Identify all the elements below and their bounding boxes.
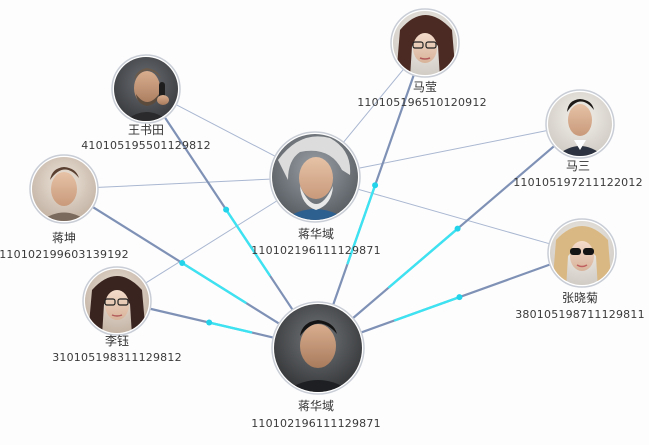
grey-haired-bearded-man-avatar	[272, 134, 358, 220]
label-ma-san-name: 马三	[566, 159, 590, 173]
edge-n5-n4	[97, 178, 271, 188]
label-wang-shutian-name: 王书田	[128, 123, 164, 137]
edge-n1-n4	[175, 104, 276, 157]
label-ma-ying-name: 马莹	[413, 80, 437, 94]
woman-with-glasses-avatar	[393, 11, 457, 75]
label-zhang-xiaoju-name: 张晓菊	[562, 291, 598, 305]
label-ma-ying-number: 110105196510120912	[357, 96, 487, 109]
label-li-yu-name: 李钰	[105, 333, 129, 348]
edge-flow-highlight	[180, 261, 247, 304]
edge-flow-dot	[454, 225, 461, 232]
edge-flow-highlight	[394, 295, 461, 322]
node-li-yu[interactable]	[82, 266, 152, 336]
bearded-man-on-phone-avatar	[114, 57, 178, 121]
blonde-woman-sunglasses-avatar	[550, 221, 614, 285]
edge-flow-dot	[179, 259, 186, 266]
node-ma-ying[interactable]	[390, 8, 460, 78]
edge-n6-n4	[358, 188, 550, 245]
edge-flow-highlight	[224, 208, 271, 277]
man-in-suit-avatar	[548, 92, 612, 156]
edge-n2-n4	[343, 68, 404, 143]
edge-flow-highlight	[207, 321, 253, 334]
label-ma-san-number: 110105197211122012	[513, 176, 643, 189]
label-zhang-xiaoju-number: 380105198711129811	[515, 308, 645, 321]
young-man-avatar	[32, 157, 96, 221]
label-jiang-kun-number: 110102199603139192	[0, 248, 129, 261]
label-jiang-huayu-bottom-number: 110102196111129871	[251, 417, 381, 430]
node-zhang-xiaoju[interactable]	[547, 218, 617, 290]
edge-n7-n4	[145, 200, 278, 284]
label-li-yu-number: 310105198311129812	[52, 351, 182, 364]
node-jiang-huayu-top[interactable]	[269, 131, 361, 223]
edge-flow-dot	[372, 182, 379, 189]
edge-flow-highlight	[346, 184, 377, 265]
edge-flow-dot	[223, 206, 230, 213]
edges-layer	[92, 68, 555, 339]
label-jiang-huayu-top-name: 蒋华域	[298, 227, 334, 241]
edge-flow-dot	[456, 294, 463, 301]
asian-man-avatar	[274, 304, 362, 392]
label-jiang-kun-name: 蒋坤	[52, 230, 76, 245]
label-jiang-huayu-bottom-name: 蒋华域	[298, 399, 334, 413]
node-jiang-kun[interactable]	[29, 154, 99, 225]
woman-with-glasses-portrait-avatar	[85, 269, 149, 333]
node-jiang-huayu-bottom[interactable]	[271, 301, 365, 395]
node-wang-shutian[interactable]	[111, 54, 181, 124]
edge-flow-dot	[206, 319, 213, 326]
label-jiang-huayu-top-number: 110102196111129871	[251, 244, 381, 257]
edge-n3-n4	[359, 130, 547, 169]
label-wang-shutian-number: 410105195501129812	[81, 139, 211, 152]
edge-flow-highlight	[387, 227, 459, 289]
node-ma-san[interactable]	[545, 89, 615, 160]
